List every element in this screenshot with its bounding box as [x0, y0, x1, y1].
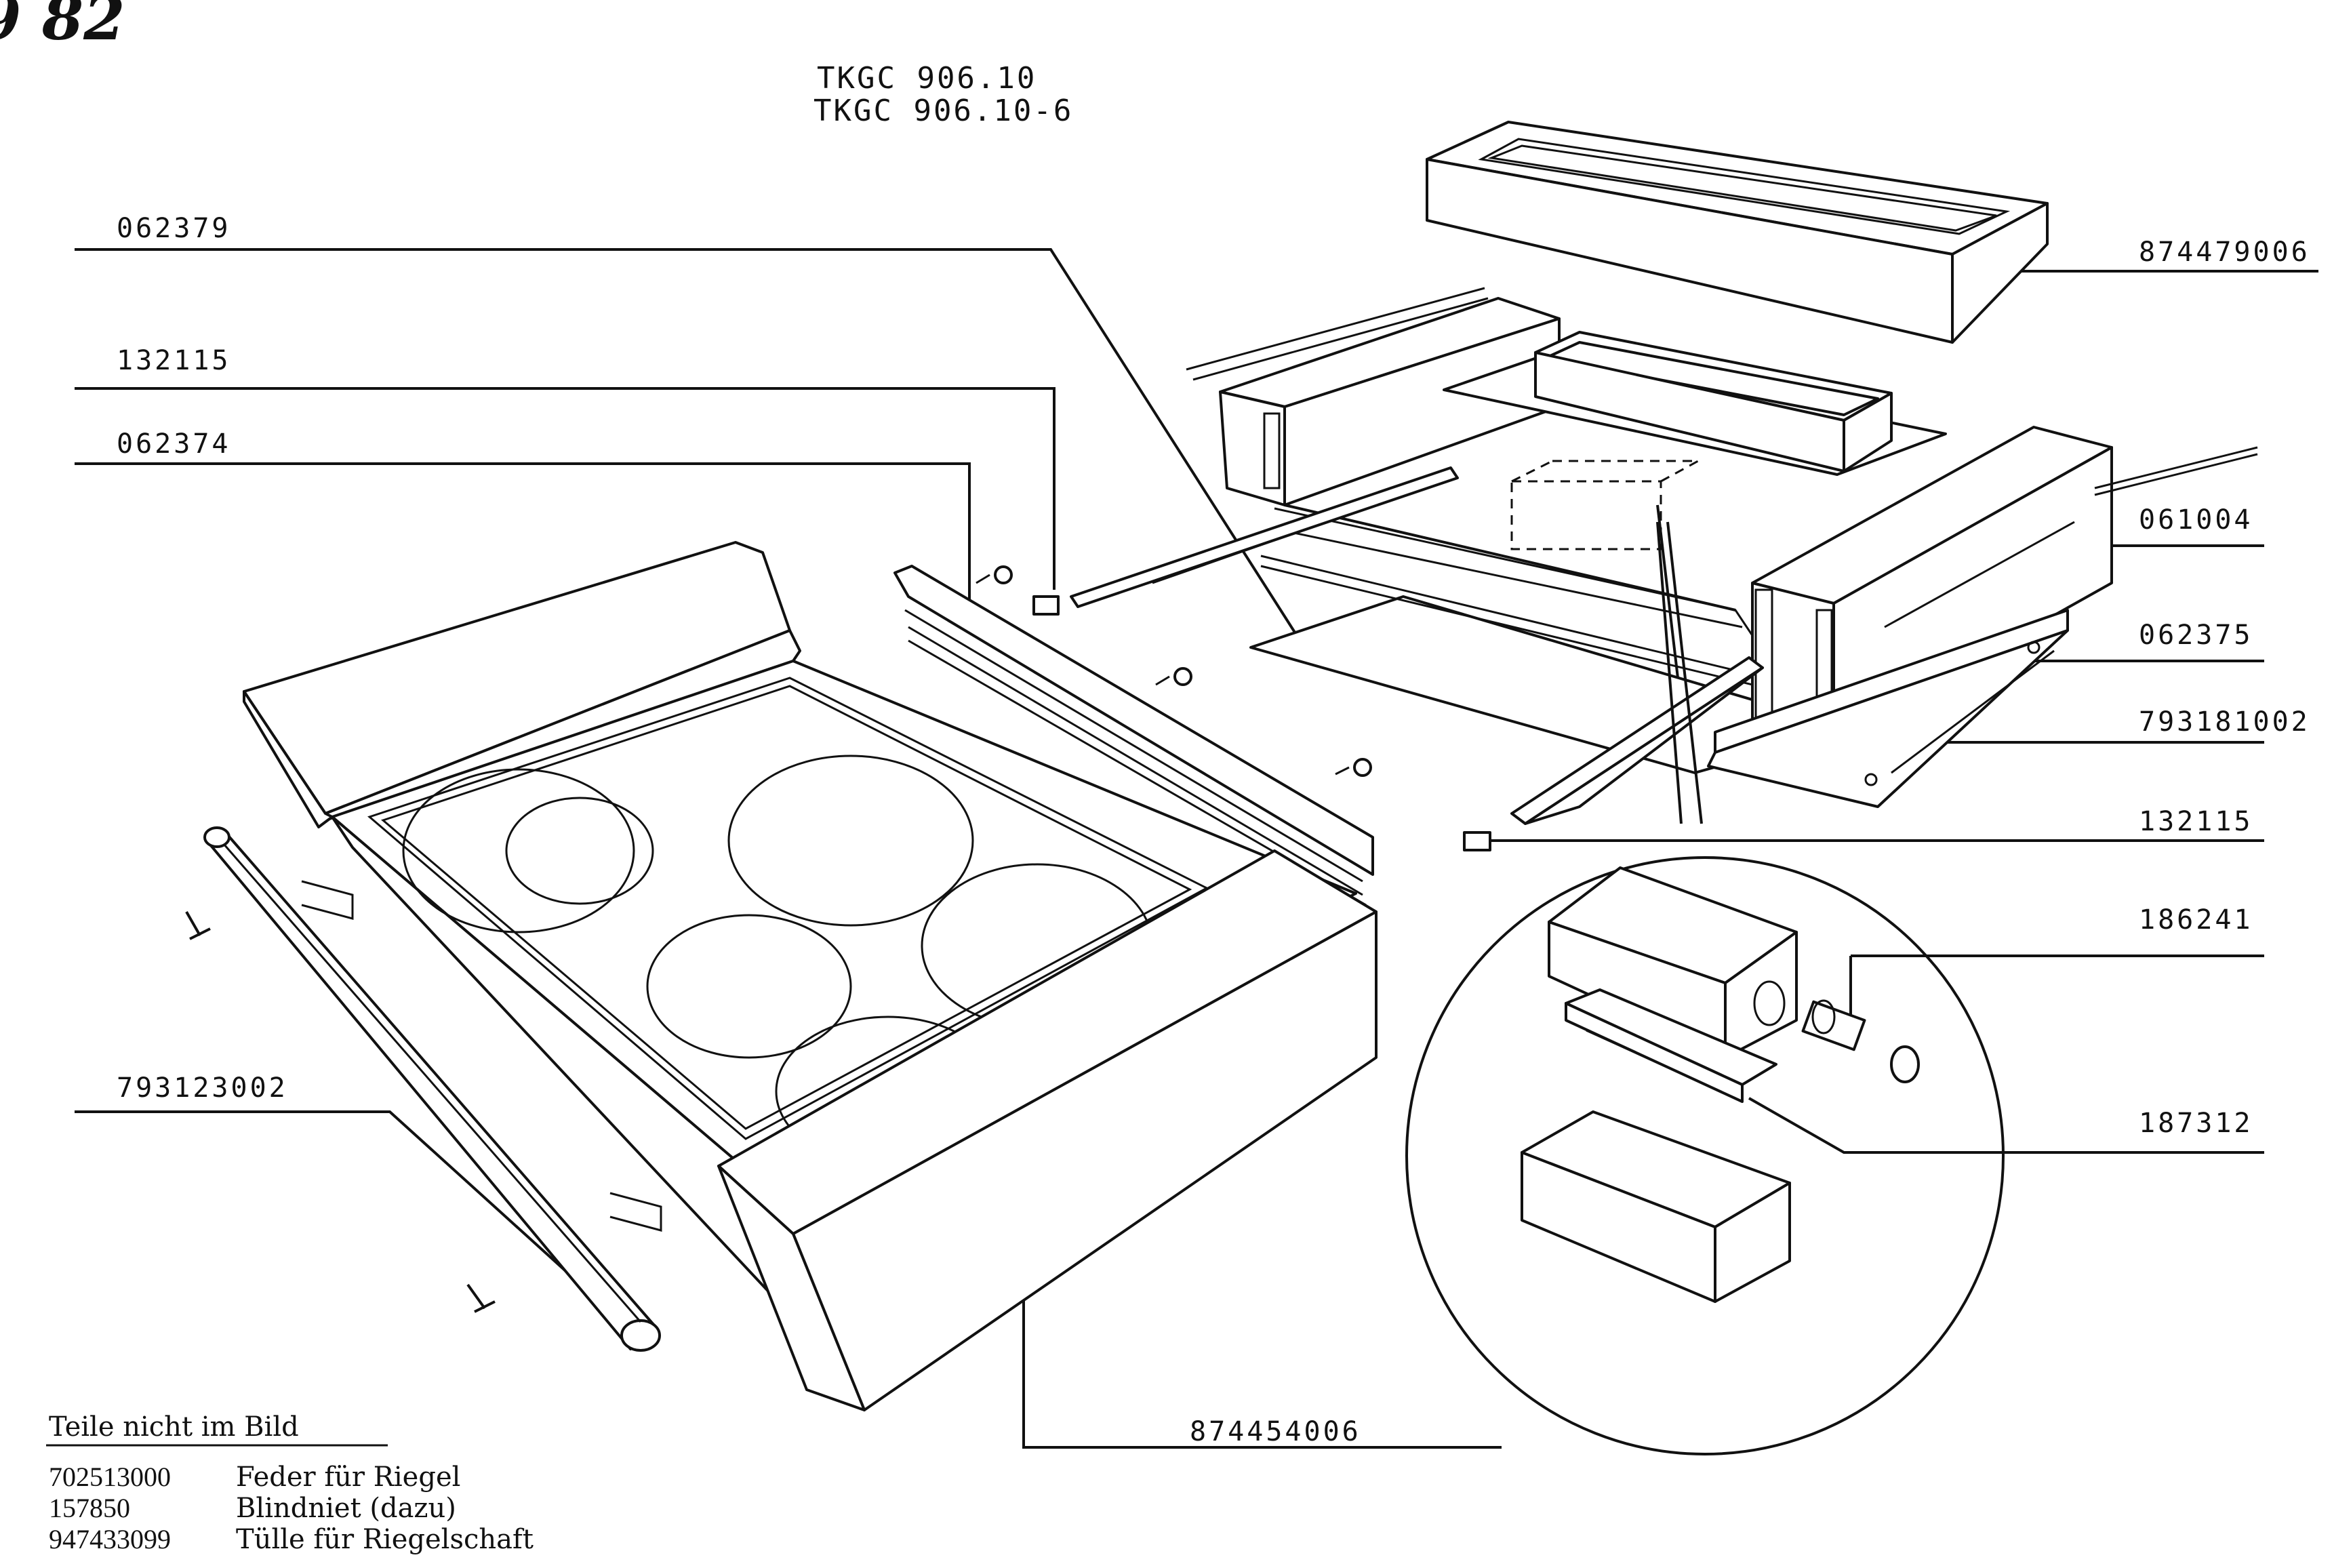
legend-desc-2: Blindniet (dazu): [236, 1493, 456, 1524]
callout-793181002: 793181002: [1925, 706, 2310, 744]
svg-text:062379: 062379: [117, 213, 231, 244]
callout-793123002: 793123002: [75, 1072, 571, 1276]
svg-text:874479006: 874479006: [2139, 237, 2310, 268]
rail-rear: [1070, 466, 1459, 608]
legend-code-2: 157850: [49, 1493, 130, 1523]
handle-bar: [203, 826, 661, 1352]
handle-screws: [185, 880, 662, 1313]
svg-text:187312: 187312: [2139, 1108, 2253, 1139]
svg-text:186241: 186241: [2139, 904, 2253, 936]
svg-text:793123002: 793123002: [117, 1072, 288, 1104]
page-number: 9 82: [0, 0, 125, 54]
callout-132115-right: 132115: [1491, 806, 2264, 842]
callout-061004: 061004: [2020, 504, 2264, 547]
trim-strip-right: [1510, 656, 1764, 825]
cooktop-frame: [243, 541, 1378, 1411]
callout-062374: 062374: [75, 428, 971, 610]
rail-right: [1707, 609, 2069, 808]
svg-text:061004: 061004: [2139, 504, 2253, 536]
glass-cover-frame: [1426, 121, 2049, 344]
legend-code-1: 702513000: [49, 1462, 171, 1492]
callout-186241: 186241: [1849, 904, 2264, 1030]
callout-187312: 187312: [1748, 1097, 2264, 1154]
model-label-2: TKGC 906.10-6: [813, 94, 1073, 128]
svg-text:874454006: 874454006: [1190, 1416, 1361, 1447]
front-trim-strip: [893, 565, 1374, 906]
callout-132115-left: 132115: [75, 345, 1056, 590]
rear-housing: [1186, 287, 1947, 679]
svg-text:793181002: 793181002: [2139, 706, 2310, 738]
legend-desc-1: Feder für Riegel: [236, 1462, 460, 1493]
detail-callout-circle: [1405, 521, 2005, 1455]
svg-text:062374: 062374: [117, 428, 231, 460]
small-clips: [976, 565, 1491, 851]
legend-desc-3: Tülle für Riegelschaft: [236, 1524, 534, 1555]
svg-text:132115: 132115: [2139, 806, 2253, 837]
parts-not-shown-legend: Teile nicht im Bild 702513000 Feder für …: [46, 1411, 534, 1555]
model-label-1: TKGC 906.10: [817, 61, 1037, 96]
svg-text:062375: 062375: [2139, 620, 2253, 651]
legend-title: Teile nicht im Bild: [49, 1411, 299, 1443]
callout-062379: 062379: [75, 213, 1313, 660]
legend-code-3: 947433099: [49, 1524, 171, 1554]
svg-text:132115: 132115: [117, 345, 231, 376]
